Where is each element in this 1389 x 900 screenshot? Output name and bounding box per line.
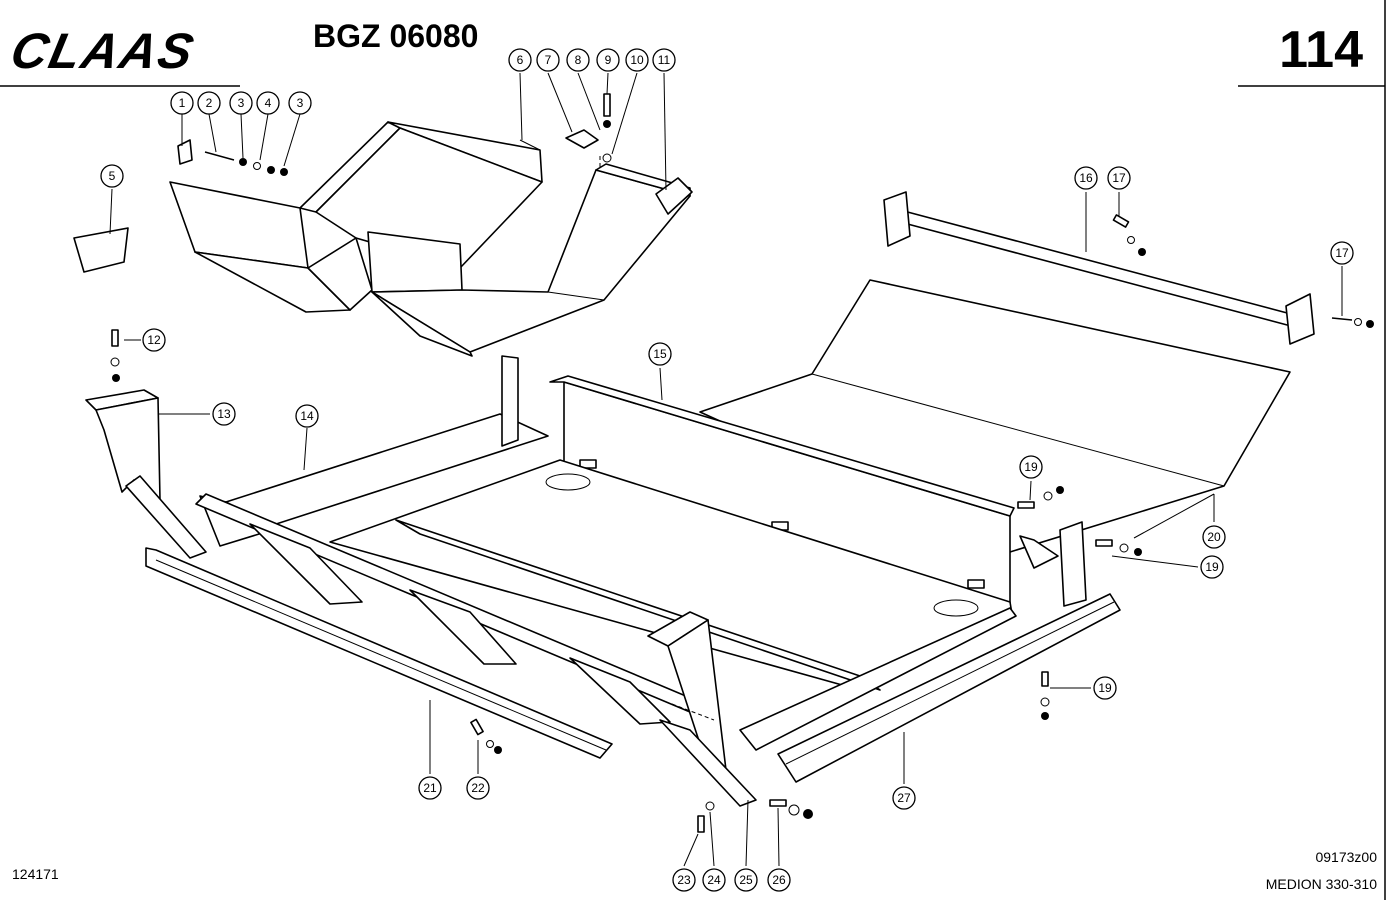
svg-text:24: 24 (707, 873, 721, 887)
svg-text:19: 19 (1098, 681, 1112, 695)
callout-9: 9 (596, 48, 620, 72)
svg-text:19: 19 (1205, 560, 1219, 574)
angle-part-27 (777, 486, 1142, 783)
svg-text:7: 7 (545, 53, 552, 67)
leg-part-25 (647, 611, 813, 833)
svg-text:25: 25 (739, 873, 753, 887)
svg-text:2: 2 (206, 96, 213, 110)
svg-text:12: 12 (147, 333, 161, 347)
callouts: 1 2 3 4 3 5 6 7 8 9 10 11 12 13 14 15 16… (100, 48, 1354, 892)
angle-part-21 (145, 547, 613, 759)
bracket-part-5 (73, 227, 129, 273)
svg-text:13: 13 (217, 407, 231, 421)
callout-17a: 17 (1107, 166, 1131, 190)
svg-text:27: 27 (897, 791, 911, 805)
callout-27: 27 (892, 786, 916, 810)
callout-21: 21 (418, 776, 442, 800)
callout-3b: 3 (288, 91, 312, 115)
svg-text:21: 21 (423, 781, 437, 795)
callout-1: 1 (170, 91, 194, 115)
svg-text:23: 23 (677, 873, 691, 887)
chute-right-part (367, 163, 691, 357)
svg-text:9: 9 (605, 53, 612, 67)
callout-6: 6 (508, 48, 532, 72)
svg-text:5: 5 (109, 169, 116, 183)
support-part-13 (85, 329, 207, 559)
front-beam (195, 493, 701, 725)
svg-text:22: 22 (471, 781, 485, 795)
callout-16: 16 (1074, 166, 1098, 190)
callout-22: 22 (466, 776, 490, 800)
chute-left-part (169, 121, 543, 313)
leader-lines (109, 72, 1343, 867)
callout-7: 7 (536, 48, 560, 72)
callout-26: 26 (767, 868, 791, 892)
callout-25: 25 (734, 868, 758, 892)
drawing-number: 124171 (12, 866, 59, 882)
svg-text:17: 17 (1112, 171, 1126, 185)
svg-text:26: 26 (772, 873, 786, 887)
plate-part-11 (655, 177, 693, 215)
callout-8: 8 (566, 48, 590, 72)
svg-text:16: 16 (1079, 171, 1093, 185)
callout-11: 11 (652, 48, 676, 72)
callout-20: 20 (1202, 525, 1226, 549)
svg-text:4: 4 (265, 96, 272, 110)
model-name: MEDION 330-310 (1265, 876, 1377, 892)
svg-text:10: 10 (630, 53, 644, 67)
svg-text:20: 20 (1207, 530, 1221, 544)
reference-code: 09173z00 (1315, 849, 1377, 865)
svg-text:14: 14 (300, 409, 314, 423)
svg-text:19: 19 (1024, 460, 1038, 474)
callout-19b: 19 (1200, 555, 1224, 579)
callout-3a: 3 (229, 91, 253, 115)
page-number: 114 (1279, 21, 1363, 79)
callout-15: 15 (648, 342, 672, 366)
callout-13: 13 (212, 402, 236, 426)
clip-part-7 (565, 129, 599, 149)
frame-part-14 (199, 355, 1017, 751)
callout-23: 23 (672, 868, 696, 892)
assembly-code: BGZ 06080 (313, 18, 479, 54)
callout-2: 2 (197, 91, 221, 115)
callout-5: 5 (100, 164, 124, 188)
svg-text:3: 3 (297, 96, 304, 110)
svg-text:8: 8 (575, 53, 582, 67)
callout-12: 12 (142, 328, 166, 352)
svg-text:6: 6 (517, 53, 524, 67)
callout-17b: 17 (1330, 241, 1354, 265)
svg-text:17: 17 (1335, 246, 1349, 260)
callout-19a: 19 (1019, 455, 1043, 479)
svg-text:1: 1 (179, 96, 186, 110)
callout-24: 24 (702, 868, 726, 892)
callout-19c: 19 (1093, 676, 1117, 700)
bar-part-16 (883, 191, 1374, 345)
callout-14: 14 (295, 404, 319, 428)
callout-10: 10 (625, 48, 649, 72)
svg-text:11: 11 (658, 53, 671, 67)
svg-text:15: 15 (653, 347, 667, 361)
svg-text:3: 3 (238, 96, 245, 110)
callout-4: 4 (256, 91, 280, 115)
